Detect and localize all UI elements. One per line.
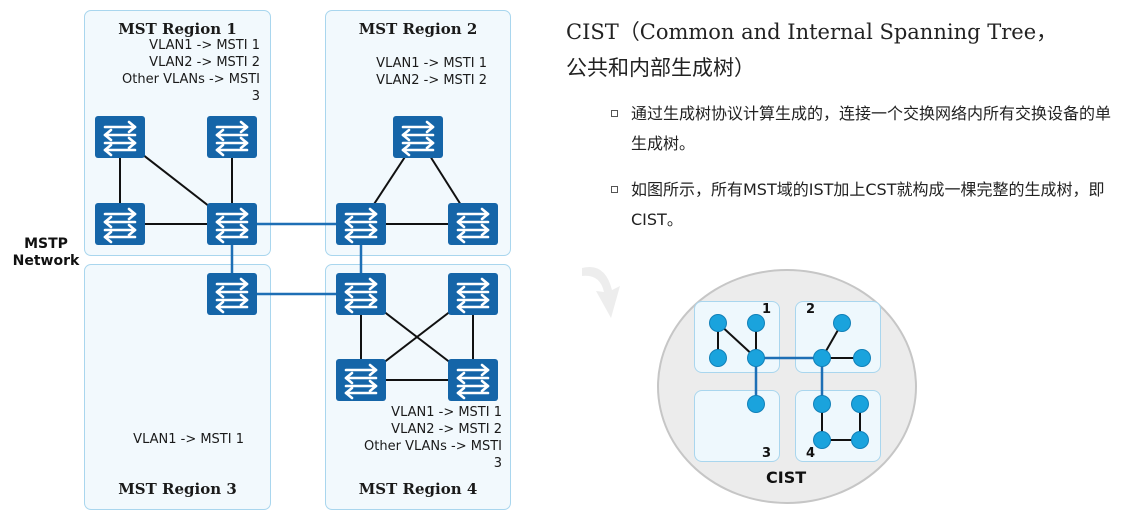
- switch-icon: [336, 203, 386, 245]
- cist-heading-line-2: 公共和内部生成树）: [566, 56, 755, 80]
- mapping-line: VLAN1 -> MSTI 1: [376, 56, 487, 71]
- bullet-text: 通过生成树协议计算生成的，连接一个交换网络内所有交换设备的单生成树。: [631, 104, 1112, 153]
- cist-box-number: 1: [762, 302, 772, 317]
- region-1-mapping: VLAN1 -> MSTI 1 VLAN2 -> MSTI 2 Other VL…: [84, 37, 260, 105]
- mapping-line: VLAN2 -> MSTI 2: [391, 422, 502, 437]
- region-3-mapping: VLAN1 -> MSTI 1: [84, 431, 244, 448]
- cist-region-box-3: [694, 390, 780, 462]
- switch-icon: [336, 359, 386, 401]
- cist-heading-line-1: CIST（Common and Internal Spanning Tree，: [566, 20, 1058, 44]
- cist-tree-links: [717, 322, 862, 441]
- mapping-line: VLAN1 -> MSTI 1: [149, 38, 260, 53]
- cist-node: [747, 395, 765, 413]
- switch-icon: [448, 359, 498, 401]
- cist-nodes: [709, 314, 871, 449]
- cist-box-number: 3: [762, 446, 772, 461]
- decorative-arrow: [582, 266, 620, 318]
- region-4-title: MST Region 4: [358, 480, 478, 498]
- region-3-title: MST Region 3: [118, 480, 237, 498]
- cist-node: [709, 314, 727, 332]
- switch-icon: [95, 203, 145, 245]
- mapping-line: Other VLANs -> MSTI: [364, 439, 502, 454]
- switches: [95, 116, 498, 401]
- switch-icon: [207, 203, 257, 245]
- mapping-line: VLAN1 -> MSTI 1: [133, 432, 244, 447]
- cist-node: [813, 395, 831, 413]
- cist-heading: CIST（Common and Internal Spanning Tree， …: [566, 14, 1126, 86]
- bullet-item: 如图所示，所有MST域的IST加上CST就构成一棵完整的生成树，即CIST。: [611, 175, 1111, 235]
- mapping-line: VLAN1 -> MSTI 1: [391, 405, 502, 420]
- cist-box-number: 2: [806, 302, 816, 317]
- cist-node: [747, 314, 765, 332]
- switch-icon: [448, 203, 498, 245]
- cist-node: [833, 314, 851, 332]
- switch-icon: [95, 116, 145, 158]
- mapping-line: VLAN2 -> MSTI 2: [376, 73, 487, 88]
- region-4-mapping: VLAN1 -> MSTI 1 VLAN2 -> MSTI 2 Other VL…: [325, 404, 502, 472]
- bullet-item: 通过生成树协议计算生成的，连接一个交换网络内所有交换设备的单生成树。: [611, 99, 1111, 159]
- switch-icon: [336, 273, 386, 315]
- bullet-square-icon: [611, 110, 618, 117]
- cist-node: [709, 349, 727, 367]
- region-2-mapping: VLAN1 -> MSTI 1 VLAN2 -> MSTI 2: [325, 55, 487, 89]
- cist-node: [853, 349, 871, 367]
- cist-box-number: 4: [806, 446, 816, 461]
- mapping-line: VLAN2 -> MSTI 2: [149, 55, 260, 70]
- bullet-square-icon: [611, 186, 618, 193]
- switch-icon: [207, 116, 257, 158]
- cist-node: [813, 431, 831, 449]
- switch-icon: [448, 273, 498, 315]
- cist-node: [851, 395, 869, 413]
- switch-icon: [393, 116, 443, 158]
- cist-node: [813, 349, 831, 367]
- mapping-line: 3: [493, 456, 502, 471]
- mapping-line: Other VLANs -> MSTI: [122, 72, 260, 87]
- region-1-title: MST Region 1: [118, 20, 237, 38]
- network-label-line: MSTP: [24, 236, 68, 252]
- switch-icon: [207, 273, 257, 315]
- cist-inter-links: [754, 356, 824, 404]
- mstp-network-label: MSTP Network: [4, 236, 88, 270]
- cist-node: [851, 431, 869, 449]
- cist-node: [747, 349, 765, 367]
- bullet-text: 如图所示，所有MST域的IST加上CST就构成一棵完整的生成树，即CIST。: [631, 180, 1105, 229]
- cist-caption: CIST: [766, 468, 807, 487]
- cist-region-box-1: [694, 301, 780, 373]
- mapping-line: 3: [251, 89, 260, 104]
- region-2-title: MST Region 2: [358, 20, 478, 38]
- network-label-line: Network: [12, 253, 80, 269]
